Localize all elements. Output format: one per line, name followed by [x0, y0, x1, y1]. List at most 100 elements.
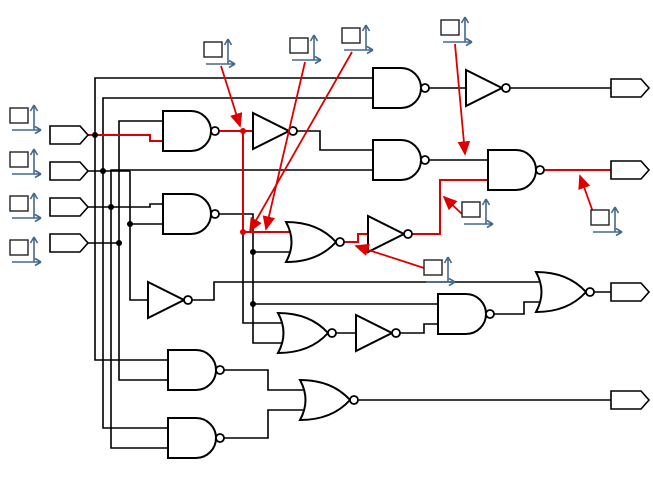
gate-u1[interactable]	[367, 214, 413, 254]
probe-icon[interactable]	[461, 198, 494, 229]
nor-body[interactable]	[298, 378, 352, 422]
inverter-body[interactable]	[465, 68, 505, 108]
junction-dot	[92, 132, 98, 138]
invert-bubble	[335, 237, 345, 247]
probe-icon[interactable]	[203, 38, 236, 69]
probe-arrow	[454, 43, 471, 156]
gate-u3[interactable]	[355, 313, 401, 353]
inverter-body[interactable]	[147, 280, 187, 320]
wire	[102, 97, 373, 429]
probe-icon[interactable]	[289, 34, 322, 65]
probe-input-b0[interactable]	[9, 236, 42, 267]
probe-input-b1[interactable]	[9, 192, 42, 223]
probe-1[interactable]	[203, 38, 236, 69]
invert-bubble	[349, 395, 359, 405]
port-shape[interactable]	[610, 78, 651, 98]
nand-body[interactable]	[162, 193, 212, 235]
port-shape[interactable]	[610, 282, 651, 302]
junction-dot-highlight	[240, 128, 246, 134]
probe-2[interactable]	[289, 34, 322, 65]
probe-arrow	[249, 51, 353, 233]
invert-bubble	[420, 155, 430, 165]
junction-dot	[250, 249, 256, 255]
probe-icon[interactable]	[9, 192, 42, 223]
wire	[297, 130, 373, 151]
gate-u14[interactable]	[372, 139, 430, 181]
probe-icon[interactable]	[9, 148, 42, 179]
probe-5[interactable]	[461, 198, 494, 229]
gate-u11[interactable]	[276, 311, 337, 355]
probe-3[interactable]	[341, 24, 374, 55]
input-port-b1[interactable]	[49, 197, 90, 217]
wire	[94, 77, 373, 361]
invert-bubble	[391, 328, 401, 338]
invert-bubble	[210, 209, 220, 219]
gate-u6[interactable]	[298, 378, 359, 422]
highlight-wire	[344, 233, 368, 243]
nand-body[interactable]	[487, 149, 537, 191]
probe-arrow	[354, 243, 425, 269]
input-port-b0[interactable]	[49, 233, 90, 253]
nand-body[interactable]	[437, 293, 487, 335]
input-port-a0[interactable]	[49, 161, 90, 181]
port-shape[interactable]	[610, 390, 651, 410]
output-port-m2[interactable]	[610, 282, 651, 302]
invert-bubble	[327, 328, 337, 338]
gate-u8[interactable]	[167, 349, 225, 391]
probe-arrow	[262, 61, 306, 231]
nor-body[interactable]	[284, 220, 338, 264]
gate-u5[interactable]	[147, 280, 193, 320]
probe-icon[interactable]	[423, 256, 456, 287]
gate-u10[interactable]	[437, 293, 495, 335]
nand-body[interactable]	[372, 67, 422, 109]
highlight-wire	[412, 179, 488, 235]
probe-6[interactable]	[423, 256, 456, 287]
wire	[494, 301, 544, 315]
input-port-a1[interactable]	[49, 125, 90, 145]
nand-body[interactable]	[162, 110, 212, 152]
probe-7[interactable]	[590, 206, 623, 237]
output-port-m3[interactable]	[610, 390, 651, 410]
inverter-body[interactable]	[367, 214, 407, 254]
wire	[224, 409, 308, 439]
probe-input-a1[interactable]	[9, 104, 42, 135]
gate-u13[interactable]	[284, 220, 345, 264]
port-shape[interactable]	[49, 197, 90, 217]
wire	[118, 120, 168, 381]
wire	[219, 213, 286, 344]
probe-icon[interactable]	[590, 206, 623, 237]
inverter-body[interactable]	[355, 313, 395, 353]
gate-u16[interactable]	[162, 110, 220, 152]
gate-u7[interactable]	[167, 417, 225, 459]
port-shape[interactable]	[610, 160, 651, 180]
junction-dot	[127, 221, 133, 227]
gate-u12[interactable]	[487, 149, 545, 191]
gate-u4[interactable]	[465, 68, 511, 108]
probe-arrow	[220, 65, 243, 128]
gate-u17[interactable]	[372, 67, 430, 109]
probe-4[interactable]	[440, 16, 473, 47]
probe-icon[interactable]	[9, 104, 42, 135]
port-shape[interactable]	[49, 233, 90, 253]
probe-input-a0[interactable]	[9, 148, 42, 179]
port-shape[interactable]	[49, 161, 90, 181]
port-shape[interactable]	[49, 125, 90, 145]
gate-u2[interactable]	[252, 111, 298, 151]
inverter-body[interactable]	[252, 111, 292, 151]
probe-icon[interactable]	[341, 24, 374, 55]
gate-u15[interactable]	[162, 193, 220, 235]
junctions	[92, 128, 256, 307]
nand-body[interactable]	[167, 417, 217, 459]
output-port-m1[interactable]	[610, 160, 651, 180]
probe-icon[interactable]	[9, 236, 42, 267]
nand-body[interactable]	[372, 139, 422, 181]
nand-body[interactable]	[167, 349, 217, 391]
gate-u9[interactable]	[534, 270, 595, 314]
junction-dot	[250, 301, 256, 307]
nor-body[interactable]	[276, 311, 330, 355]
nor-body[interactable]	[534, 270, 588, 314]
probe-icon[interactable]	[440, 16, 473, 47]
output-port-m0[interactable]	[610, 78, 651, 98]
invert-bubble	[403, 229, 413, 239]
